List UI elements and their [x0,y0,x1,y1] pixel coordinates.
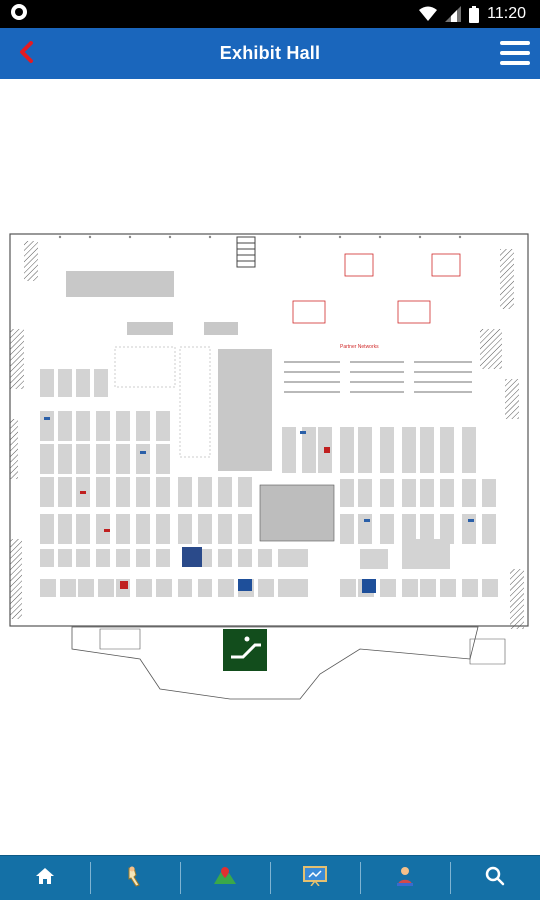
wifi-icon [419,6,438,22]
hamburger-menu-icon [500,41,530,45]
page-title: Exhibit Hall [219,43,321,63]
exhibit-hall-floor-plan[interactable]: Partner Networks [0,229,540,709]
seating-areas [292,253,461,324]
app-notification-icon [10,3,28,26]
booth-grid[interactable] [40,369,498,597]
status-time: 11:20 [487,5,526,22]
escalator-icon[interactable] [223,629,267,671]
map-icon [213,866,237,891]
person-icon [394,865,416,892]
home-icon [35,867,55,890]
column-markers [58,235,462,239]
round-table-zones [114,346,211,458]
battery-icon [469,5,480,23]
nav-sessions-button[interactable] [270,856,360,900]
bottom-nav [0,855,540,900]
exhibitor-icon [125,865,145,892]
hamburger-menu-button[interactable] [498,38,532,68]
app-header: Exhibit Hall [0,28,540,79]
status-bar: 11:20 [0,0,540,28]
nav-exhibitors-button[interactable] [90,856,180,900]
nav-search-button[interactable] [450,856,540,900]
back-button[interactable] [12,40,40,68]
map-banner-label: Partner Networks [340,344,379,350]
exhibitor-logos [44,417,474,593]
nav-attendees-button[interactable] [360,856,450,900]
floor-map-viewport[interactable]: Partner Networks [0,79,540,855]
back-arrow-icon [18,40,34,68]
cell-signal-icon [445,6,462,22]
nav-map-button[interactable] [180,856,270,900]
nav-home-button[interactable] [0,856,90,900]
session-rows [284,361,472,393]
search-icon [485,866,505,891]
presentation-icon [303,865,327,891]
